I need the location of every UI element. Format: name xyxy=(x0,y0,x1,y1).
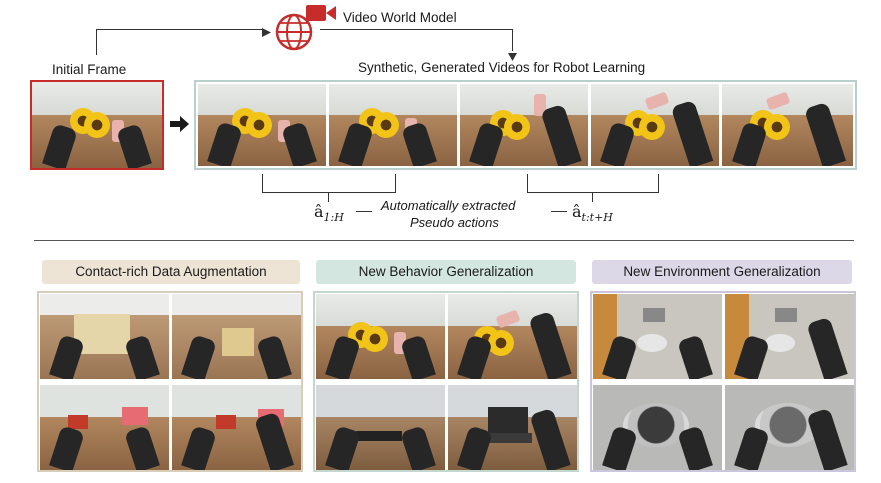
bracket-left-stem xyxy=(328,192,330,202)
bracket-right xyxy=(527,174,659,193)
new-environment-panel xyxy=(590,291,856,472)
globe-icon xyxy=(272,6,318,52)
section-divider xyxy=(34,240,854,241)
arrow-left-horizontal xyxy=(96,29,264,31)
example-image xyxy=(725,294,854,379)
example-image xyxy=(316,294,445,379)
example-image xyxy=(40,385,169,470)
arrow-right-vertical xyxy=(512,29,514,51)
arrow-right-icon xyxy=(170,116,190,137)
example-image xyxy=(725,385,854,470)
example-image xyxy=(40,294,169,379)
section-title-new-environment: New Environment Generalization xyxy=(592,260,852,284)
example-image xyxy=(316,385,445,470)
arrow-head-down-icon xyxy=(508,49,518,67)
arrow-head-right-icon xyxy=(262,25,272,43)
new-behavior-panel xyxy=(313,291,579,472)
initial-frame-image xyxy=(30,80,164,170)
video-world-model-label: Video World Model xyxy=(343,10,457,25)
example-image xyxy=(172,385,301,470)
example-image xyxy=(448,294,577,379)
arrow-right-horizontal xyxy=(320,29,513,31)
initial-frame-label: Initial Frame xyxy=(52,62,127,77)
dash-left xyxy=(356,211,372,213)
example-image xyxy=(593,294,722,379)
synthetic-frame xyxy=(722,84,853,166)
synthetic-video-strip xyxy=(194,80,857,170)
pseudo-actions-text-2: Pseudo actions xyxy=(410,215,499,230)
contact-rich-panel xyxy=(37,291,303,472)
synthetic-frame xyxy=(329,84,457,166)
bracket-left xyxy=(262,174,396,193)
arrow-left-vertical xyxy=(96,29,98,55)
example-image xyxy=(448,385,577,470)
action-left-symbol: â1:H xyxy=(314,202,344,225)
example-image xyxy=(593,385,722,470)
dash-right xyxy=(551,211,567,213)
synthetic-frame xyxy=(591,84,719,166)
synthetic-frame xyxy=(198,84,326,166)
section-title-contact-rich: Contact-rich Data Augmentation xyxy=(42,260,300,284)
synthetic-videos-label: Synthetic, Generated Videos for Robot Le… xyxy=(358,60,646,75)
pseudo-actions-text-1: Automatically extracted xyxy=(381,198,516,213)
synthetic-frame xyxy=(460,84,588,166)
action-right-symbol: ât:t+H xyxy=(572,202,613,225)
video-camera-icon xyxy=(304,2,338,24)
section-title-new-behavior: New Behavior Generalization xyxy=(316,260,576,284)
bracket-right-stem xyxy=(592,192,594,202)
example-image xyxy=(172,294,301,379)
